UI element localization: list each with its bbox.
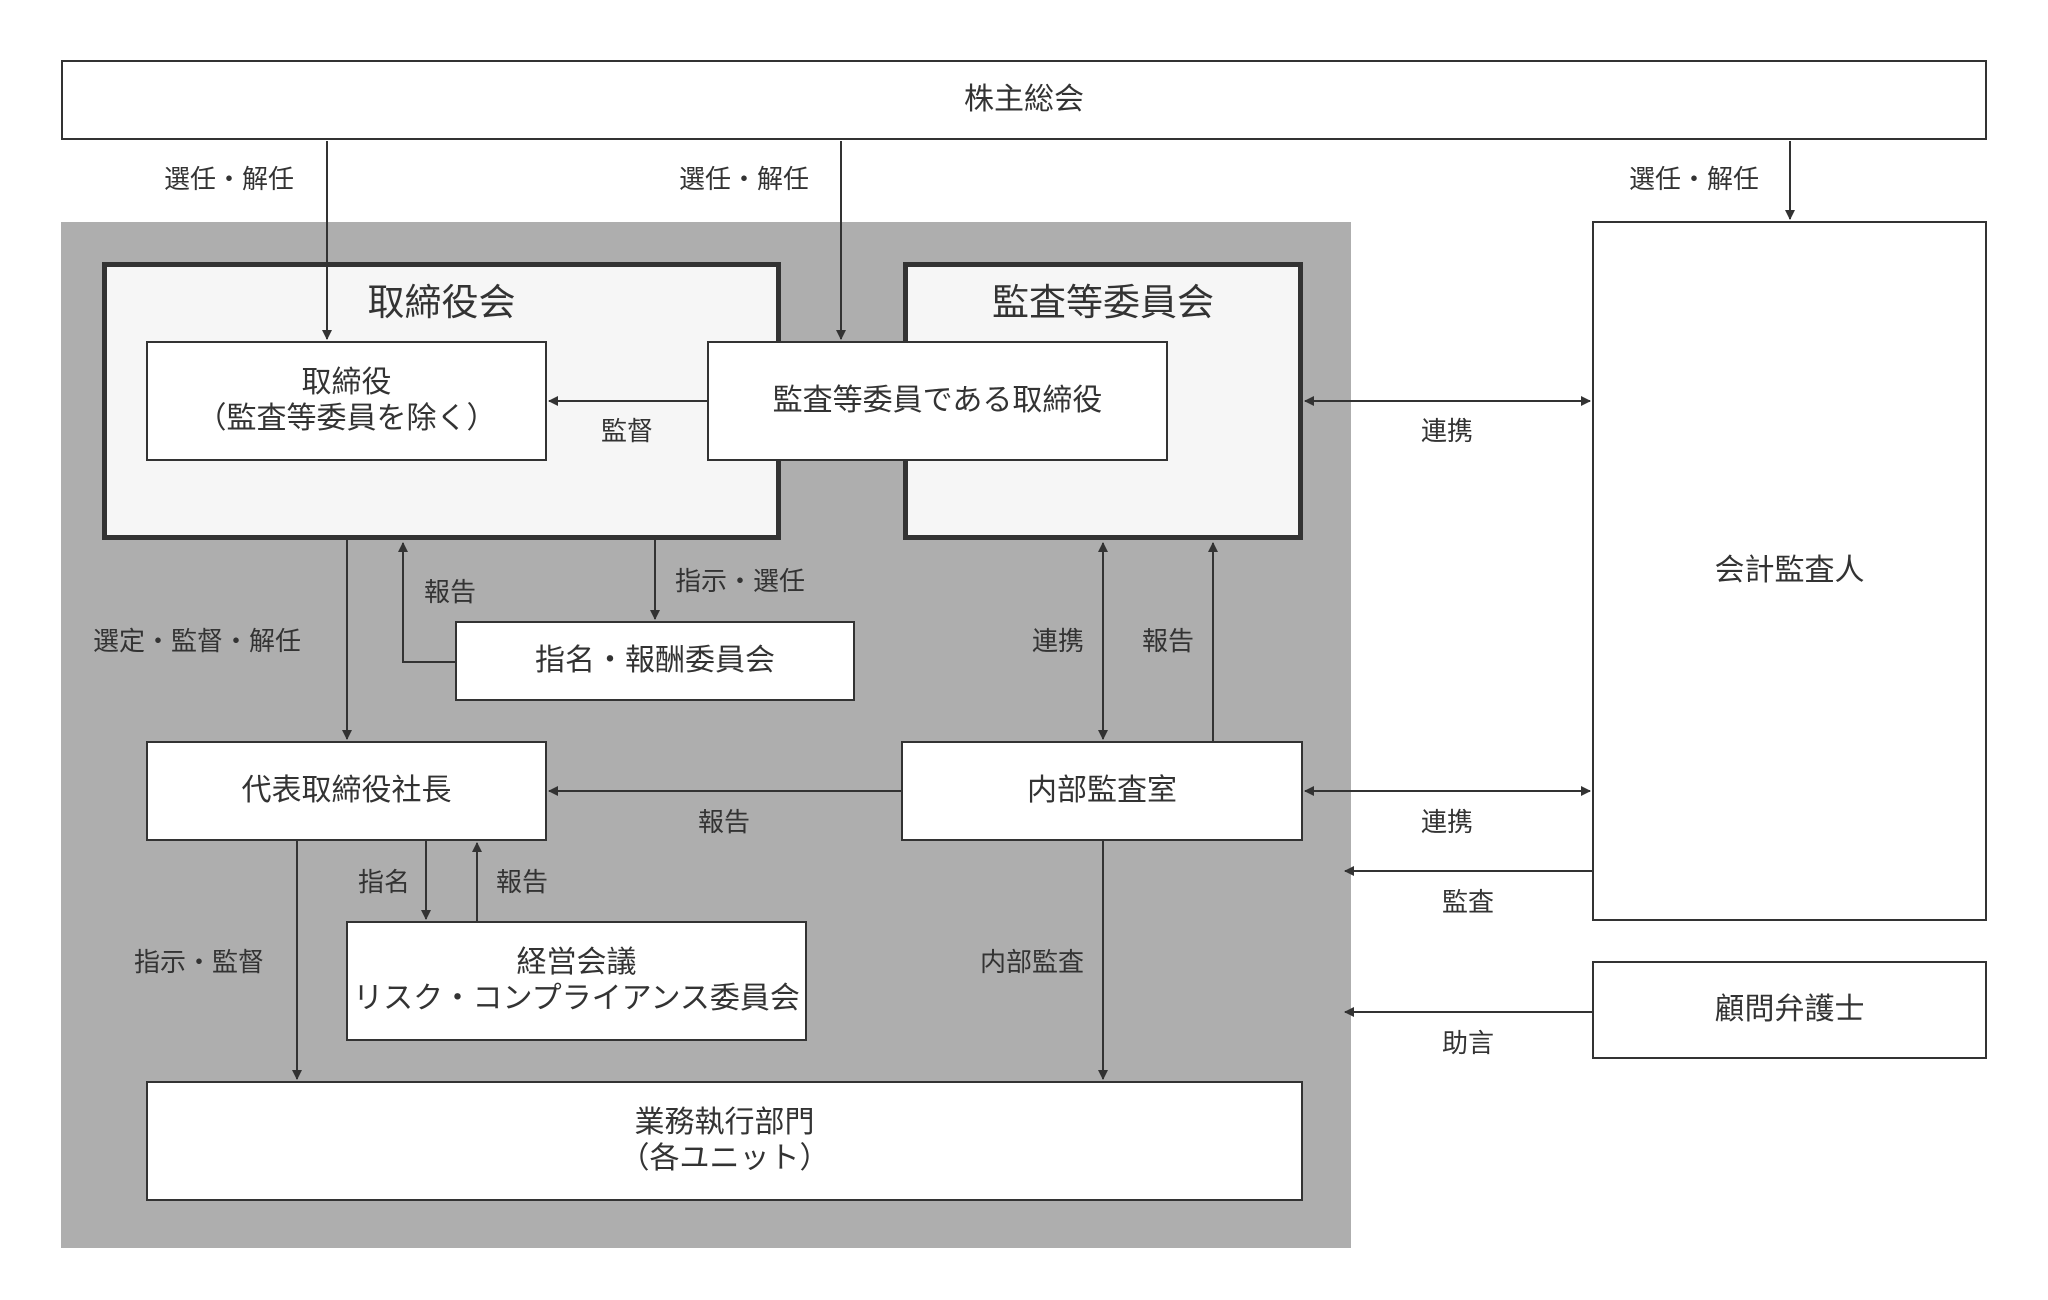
audit-committee-members-box: 監査等委員である取締役 [707,341,1168,461]
business-divisions-label-line2: （各ユニット） [619,1141,830,1176]
label-internal-audit: 内部監査 [979,948,1085,978]
business-divisions-label-line1: 業務執行部門 [634,1105,815,1140]
accounting-auditor-box: 会計監査人 [1592,221,1987,921]
board-title: 取締役会 [367,281,516,324]
label-report-to-president: 報告 [697,808,751,838]
label-report-from-meeting: 報告 [495,868,549,898]
directors-label-line2: （監査等委員を除く） [196,401,497,436]
directors-label-line1: 取締役 [301,365,392,400]
accounting-auditor-label: 会計監査人 [1714,553,1865,588]
nomination-committee-box: 指名・報酬委員会 [455,621,855,701]
internal-audit-office-box: 内部監査室 [901,741,1303,841]
label-advice: 助言 [1441,1029,1495,1059]
label-elect-dismiss-audit: 選任・解任 [678,165,810,195]
internal-audit-office-label: 内部監査室 [1027,773,1177,808]
label-report-to-board: 報告 [423,578,477,608]
label-elect-dismiss-board: 選任・解任 [163,165,295,195]
label-cooperate-internal-auditor: 連携 [1420,808,1474,838]
label-cooperate-committee-auditor: 連携 [1420,417,1474,447]
label-elect-dismiss-auditor: 選任・解任 [1628,165,1760,195]
label-cooperate-committee-internal: 連携 [1031,627,1085,657]
label-instruct-supervise: 指示・監督 [133,948,265,978]
management-meeting-box: 経営会議 リスク・コンプライアンス委員会 [346,921,807,1041]
label-supervise: 監督 [600,417,654,447]
label-appoint-supervise-dismiss: 選定・監督・解任 [92,627,302,657]
nomination-committee-label: 指名・報酬委員会 [535,643,775,678]
audit-committee-title: 監査等委員会 [992,281,1214,324]
president-box: 代表取締役社長 [146,741,547,841]
president-label: 代表取締役社長 [241,773,452,808]
legal-counsel-label: 顧問弁護士 [1714,992,1865,1027]
label-instruct-elect: 指示・選任 [674,567,806,597]
business-divisions-box: 業務執行部門 （各ユニット） [146,1081,1303,1201]
legal-counsel-box: 顧問弁護士 [1592,961,1987,1059]
management-meeting-label-line1: 経営会議 [516,945,637,980]
directors-box: 取締役 （監査等委員を除く） [146,341,547,461]
label-nominate: 指名 [357,868,411,898]
management-meeting-label-line2: リスク・コンプライアンス委員会 [353,981,800,1016]
label-report-to-committee: 報告 [1141,627,1195,657]
label-audit: 監査 [1441,888,1495,918]
audit-committee-members-label: 監査等委員である取締役 [772,383,1103,418]
shareholders-meeting-label: 株主総会 [964,82,1084,117]
shareholders-meeting-box: 株主総会 [61,60,1987,140]
